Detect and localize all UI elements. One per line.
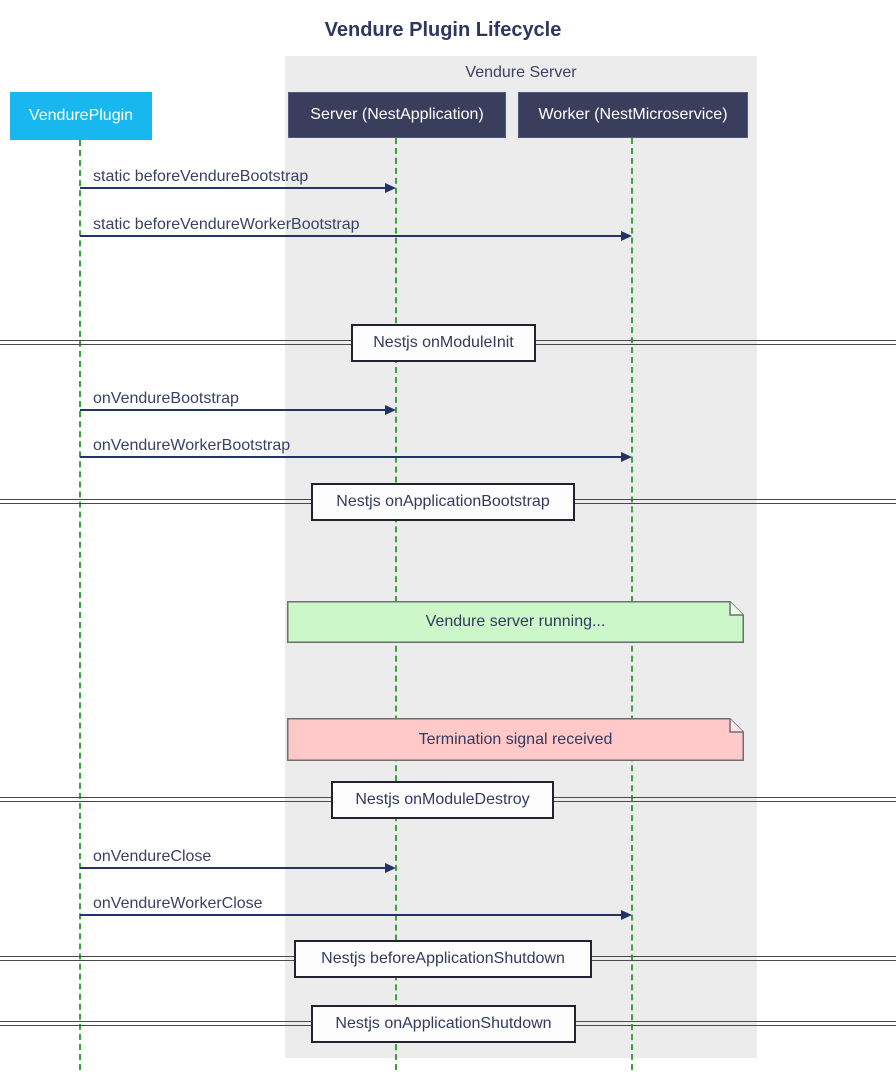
- divider-text: Nestjs beforeApplicationShutdown: [321, 950, 565, 967]
- arrowhead-icon: [621, 231, 632, 241]
- participant-server: Server (NestApplication): [288, 92, 506, 138]
- note-vendure-server-running: Vendure server running...: [287, 601, 744, 643]
- divider-label-on-module-init: Nestjs onModuleInit: [351, 324, 536, 362]
- message-label-before-vendure-bootstrap: static beforeVendureBootstrap: [93, 168, 309, 185]
- message-arrow-before-vendure-bootstrap: [80, 183, 396, 193]
- divider-label-on-module-destroy: Nestjs onModuleDestroy: [331, 781, 554, 819]
- participant-worker-label: Worker (NestMicroservice): [538, 106, 728, 123]
- divider-text: Nestjs onApplicationShutdown: [335, 1015, 552, 1032]
- divider-label-before-application-shutdown: Nestjs beforeApplicationShutdown: [294, 940, 592, 978]
- note-fold-corner-icon: [729, 601, 744, 616]
- note-shape: [287, 718, 744, 761]
- note-shape: [287, 601, 744, 643]
- message-label-before-vendure-worker-bootstrap: static beforeVendureWorkerBootstrap: [93, 216, 360, 233]
- divider-label-on-application-shutdown: Nestjs onApplicationShutdown: [311, 1005, 576, 1043]
- vendure-server-group-rect: [285, 56, 757, 1058]
- note-label: Vendure server running...: [425, 613, 606, 630]
- vendure-server-group-label: Vendure Server: [465, 64, 577, 81]
- divider-text: Nestjs onModuleDestroy: [355, 791, 530, 808]
- arrowhead-icon: [621, 452, 632, 462]
- divider-label-on-application-bootstrap: Nestjs onApplicationBootstrap: [311, 483, 575, 521]
- divider-text: Nestjs onModuleInit: [373, 334, 514, 351]
- note-termination-signal: Termination signal received: [287, 718, 744, 761]
- participant-vendureplugin: VendurePlugin: [10, 92, 152, 140]
- arrowhead-icon: [385, 863, 396, 873]
- participant-worker: Worker (NestMicroservice): [518, 92, 748, 138]
- participant-server-label: Server (NestApplication): [310, 106, 484, 123]
- participant-vendureplugin-label: VendurePlugin: [28, 107, 134, 124]
- message-arrow-on-vendure-worker-bootstrap: [80, 452, 632, 462]
- message-label-on-vendure-bootstrap: onVendureBootstrap: [93, 390, 239, 407]
- message-arrow-on-vendure-worker-close: [80, 910, 632, 920]
- message-label-on-vendure-worker-close: onVendureWorkerClose: [93, 895, 263, 912]
- message-arrow-on-vendure-bootstrap: [80, 405, 396, 415]
- arrowhead-icon: [385, 183, 396, 193]
- note-label: Termination signal received: [418, 730, 613, 748]
- arrowhead-icon: [385, 405, 396, 415]
- message-label-on-vendure-worker-bootstrap: onVendureWorkerBootstrap: [93, 437, 291, 454]
- arrowhead-icon: [621, 910, 632, 920]
- lifeline-vendureplugin: [79, 140, 81, 1070]
- message-label-on-vendure-close: onVendureClose: [93, 848, 212, 865]
- message-arrow-before-vendure-worker-bootstrap: [80, 231, 632, 241]
- message-arrow-on-vendure-close: [80, 863, 396, 873]
- diagram-title: Vendure Plugin Lifecycle: [324, 19, 562, 41]
- divider-text: Nestjs onApplicationBootstrap: [336, 493, 550, 510]
- note-fold-corner-icon: [729, 718, 744, 733]
